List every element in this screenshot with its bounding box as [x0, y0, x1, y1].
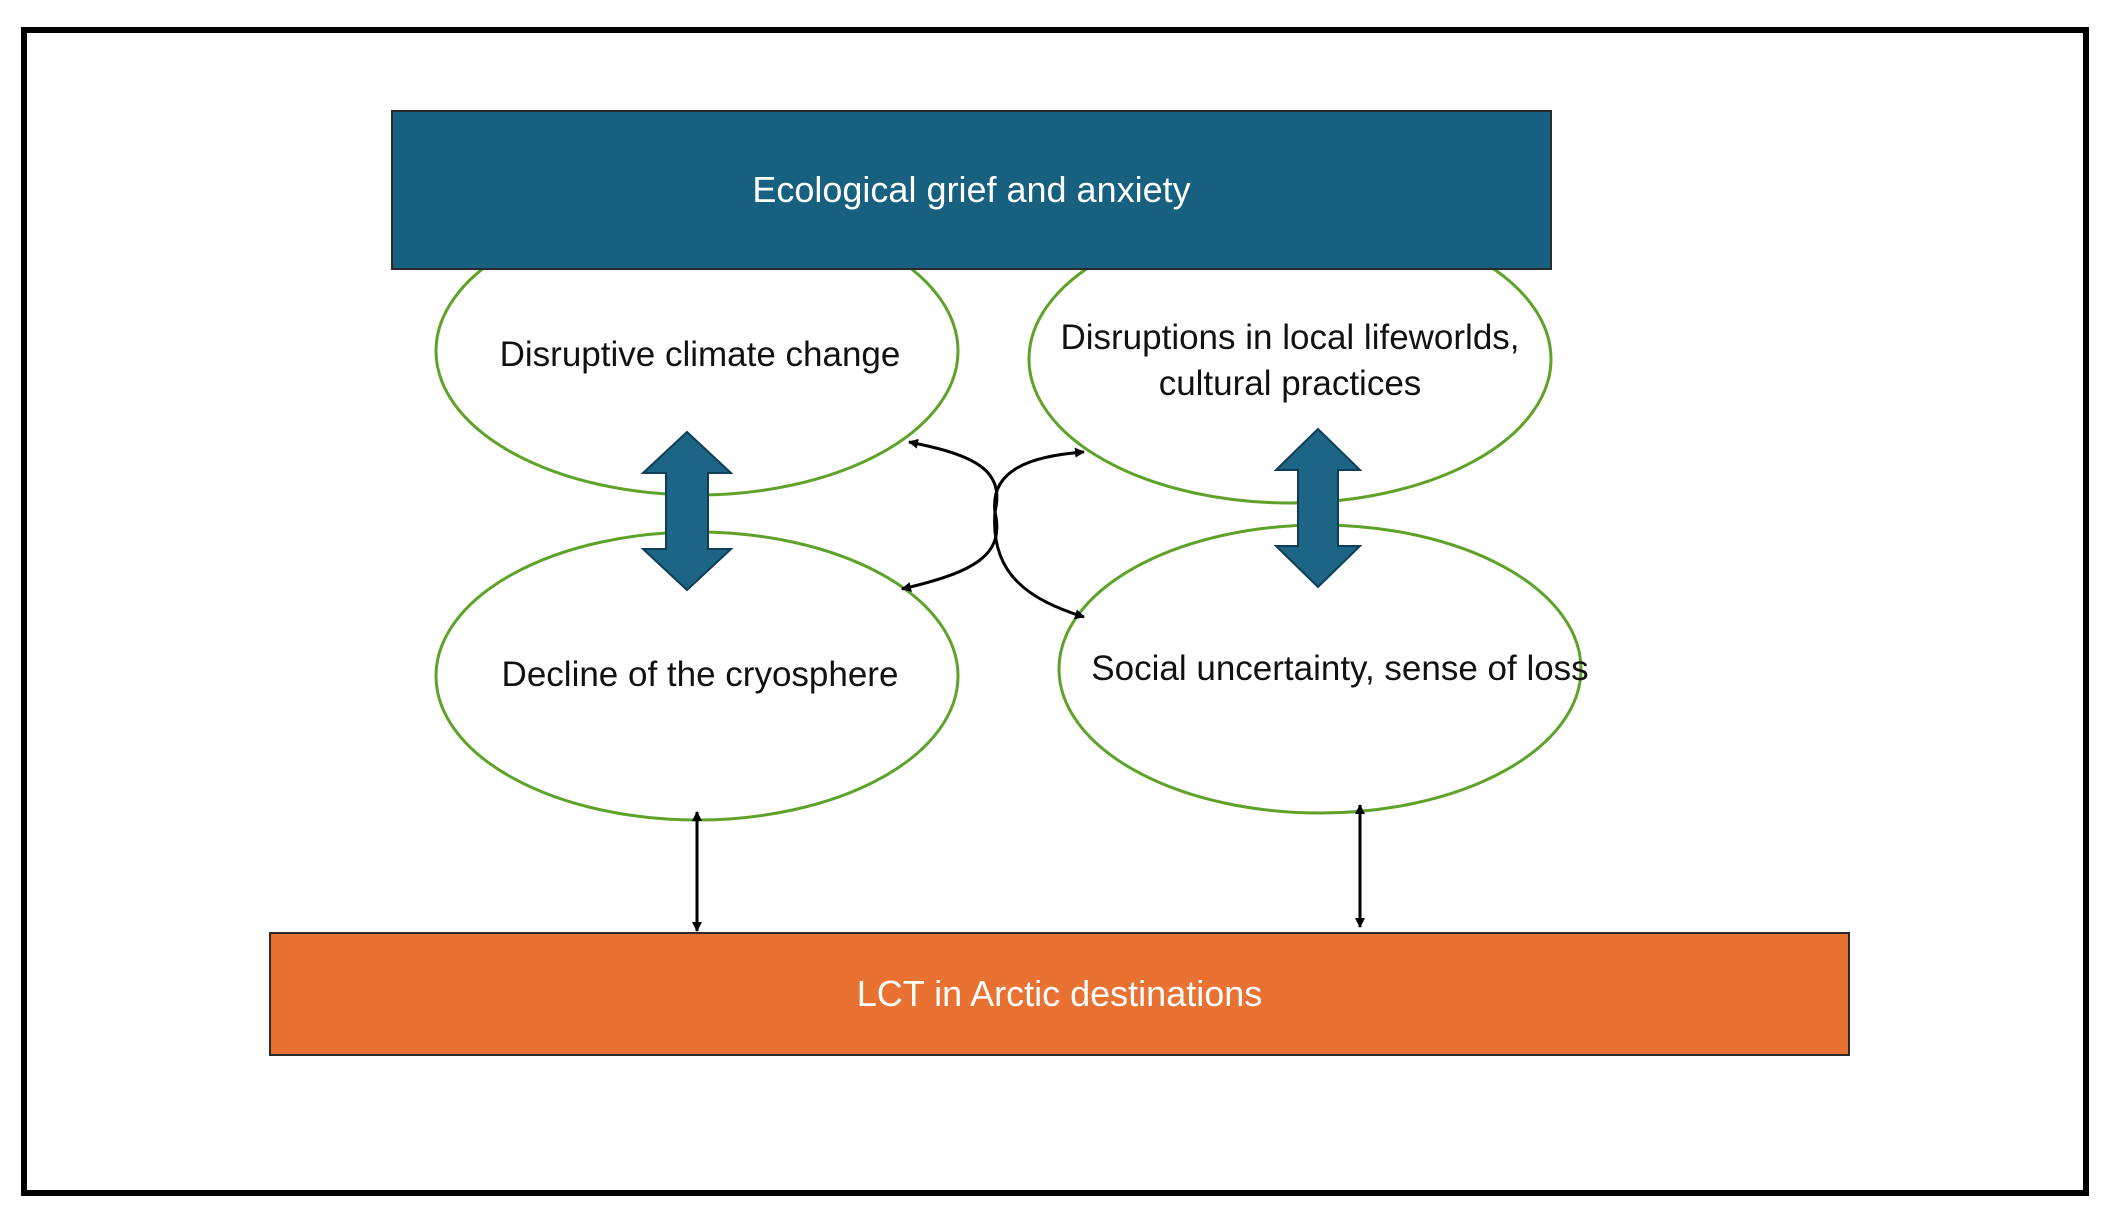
social-uncertainty-label: Social uncertainty, sense of loss: [1091, 649, 1589, 688]
curved-arrow-climate: [908, 438, 999, 513]
figure-frame: [21, 27, 2089, 1196]
cryosphere-decline-label: Decline of the cryosphere: [501, 655, 899, 694]
lifeworlds-disruption-label: Disruptions in local lifeworlds, cultura…: [1060, 318, 1520, 403]
curved-arrow-cryosphere: [901, 511, 999, 592]
thick-double-arrow-right: [1273, 427, 1363, 589]
ecological-grief-box: Ecological grief and anxiety: [391, 110, 1552, 270]
curved-arrow-social: [993, 511, 1085, 620]
lct-arctic-label: LCT in Arctic destinations: [856, 973, 1263, 1014]
curved-arrow-lifeworlds: [993, 447, 1085, 513]
climate-change-label: Disruptive climate change: [499, 335, 901, 374]
ecological-grief-label: Ecological grief and anxiety: [752, 169, 1191, 210]
lct-arctic-box: LCT in Arctic destinations: [269, 932, 1850, 1056]
thick-double-arrow-left: [640, 430, 734, 592]
